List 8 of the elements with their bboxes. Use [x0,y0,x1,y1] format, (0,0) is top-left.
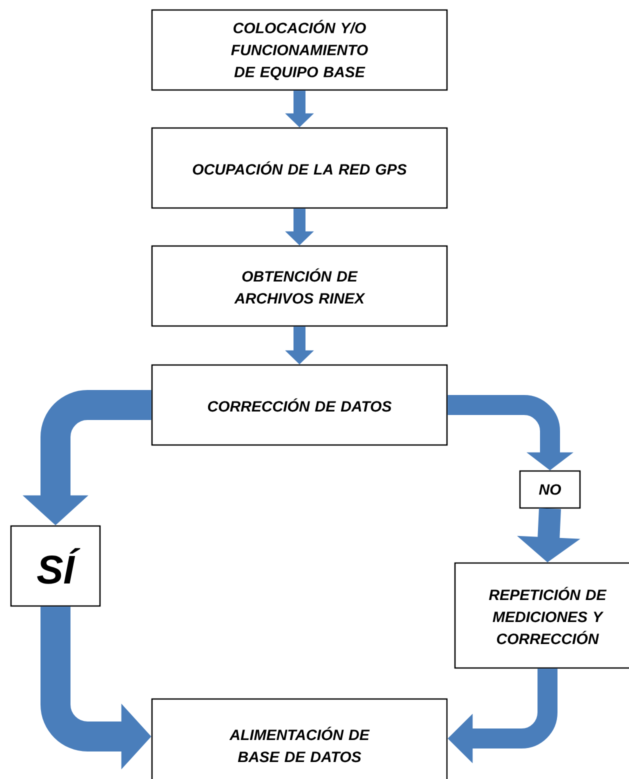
process-box: ALIMENTACIÓN DE BASE DE DATOS [151,698,448,779]
process-box: NO [519,470,581,509]
process-box: COLOCACIÓN Y/O FUNCIONAMIENTO DE EQUIPO BASE [151,9,448,91]
process-box: OBTENCIÓN DE ARCHIVOS RINEX [151,245,448,327]
process-box: SÍ [10,525,101,607]
process-box: REPETICIÓN DE MEDICIONES Y CORRECCIÓN [454,562,629,669]
process-box: CORRECCIÓN DE DATOS [151,364,448,446]
process-box: OCUPACIÓN DE LA RED GPS [151,127,448,209]
